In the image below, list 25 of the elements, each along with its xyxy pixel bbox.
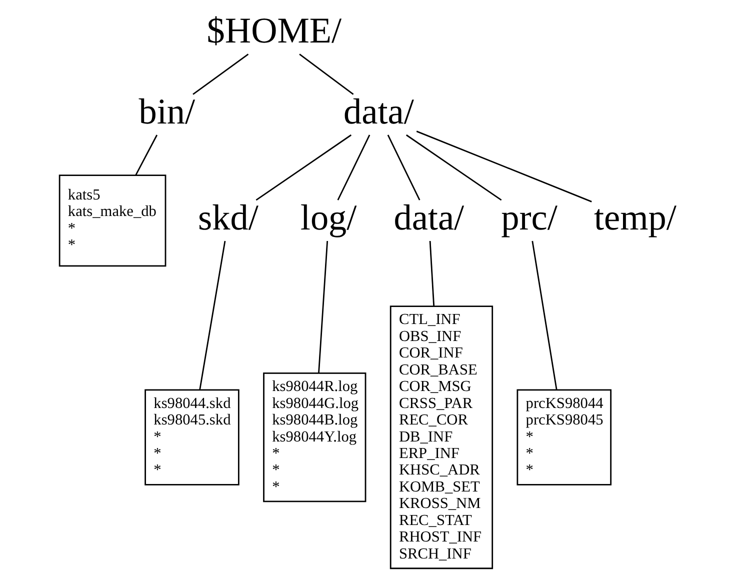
node-text: temp/ (594, 197, 676, 238)
connector (199, 240, 226, 390)
connector (406, 134, 502, 201)
connector (135, 134, 158, 176)
connector (192, 54, 249, 95)
node-box: ks98044.skd ks98045.skd * * * (144, 389, 240, 486)
node-text: log/ (300, 197, 357, 238)
connector (337, 134, 370, 200)
connector (299, 54, 354, 95)
connector (532, 240, 558, 390)
node-text: bin/ (138, 91, 196, 132)
connector (387, 134, 420, 200)
node-text: $HOME/ (206, 10, 342, 51)
node-text: skd/ (198, 197, 258, 238)
node-text: data/ (394, 197, 464, 238)
node-text: prc/ (501, 197, 558, 238)
node-box: ks98044R.log ks98044G.log ks98044B.log ks98044Y.log * * * (263, 372, 366, 502)
connector (256, 134, 352, 201)
node-box: kats5 kats_make_db * * (58, 174, 166, 267)
node-box: prcKS98044 prcKS98045 * * * (516, 389, 612, 486)
connector (318, 240, 328, 374)
node-box: CTL_INF OBS_INF COR_INF COR_BASE COR_MSG CRSS_PAR REC_COR DB_INF ERP_INF KHSC_ADR KOMB_SET KROSS_NM REC_STAT RHOST_INF SRCH_INF (390, 306, 494, 570)
node-text: data/ (344, 91, 414, 132)
connector (429, 240, 435, 306)
connector (416, 130, 592, 202)
